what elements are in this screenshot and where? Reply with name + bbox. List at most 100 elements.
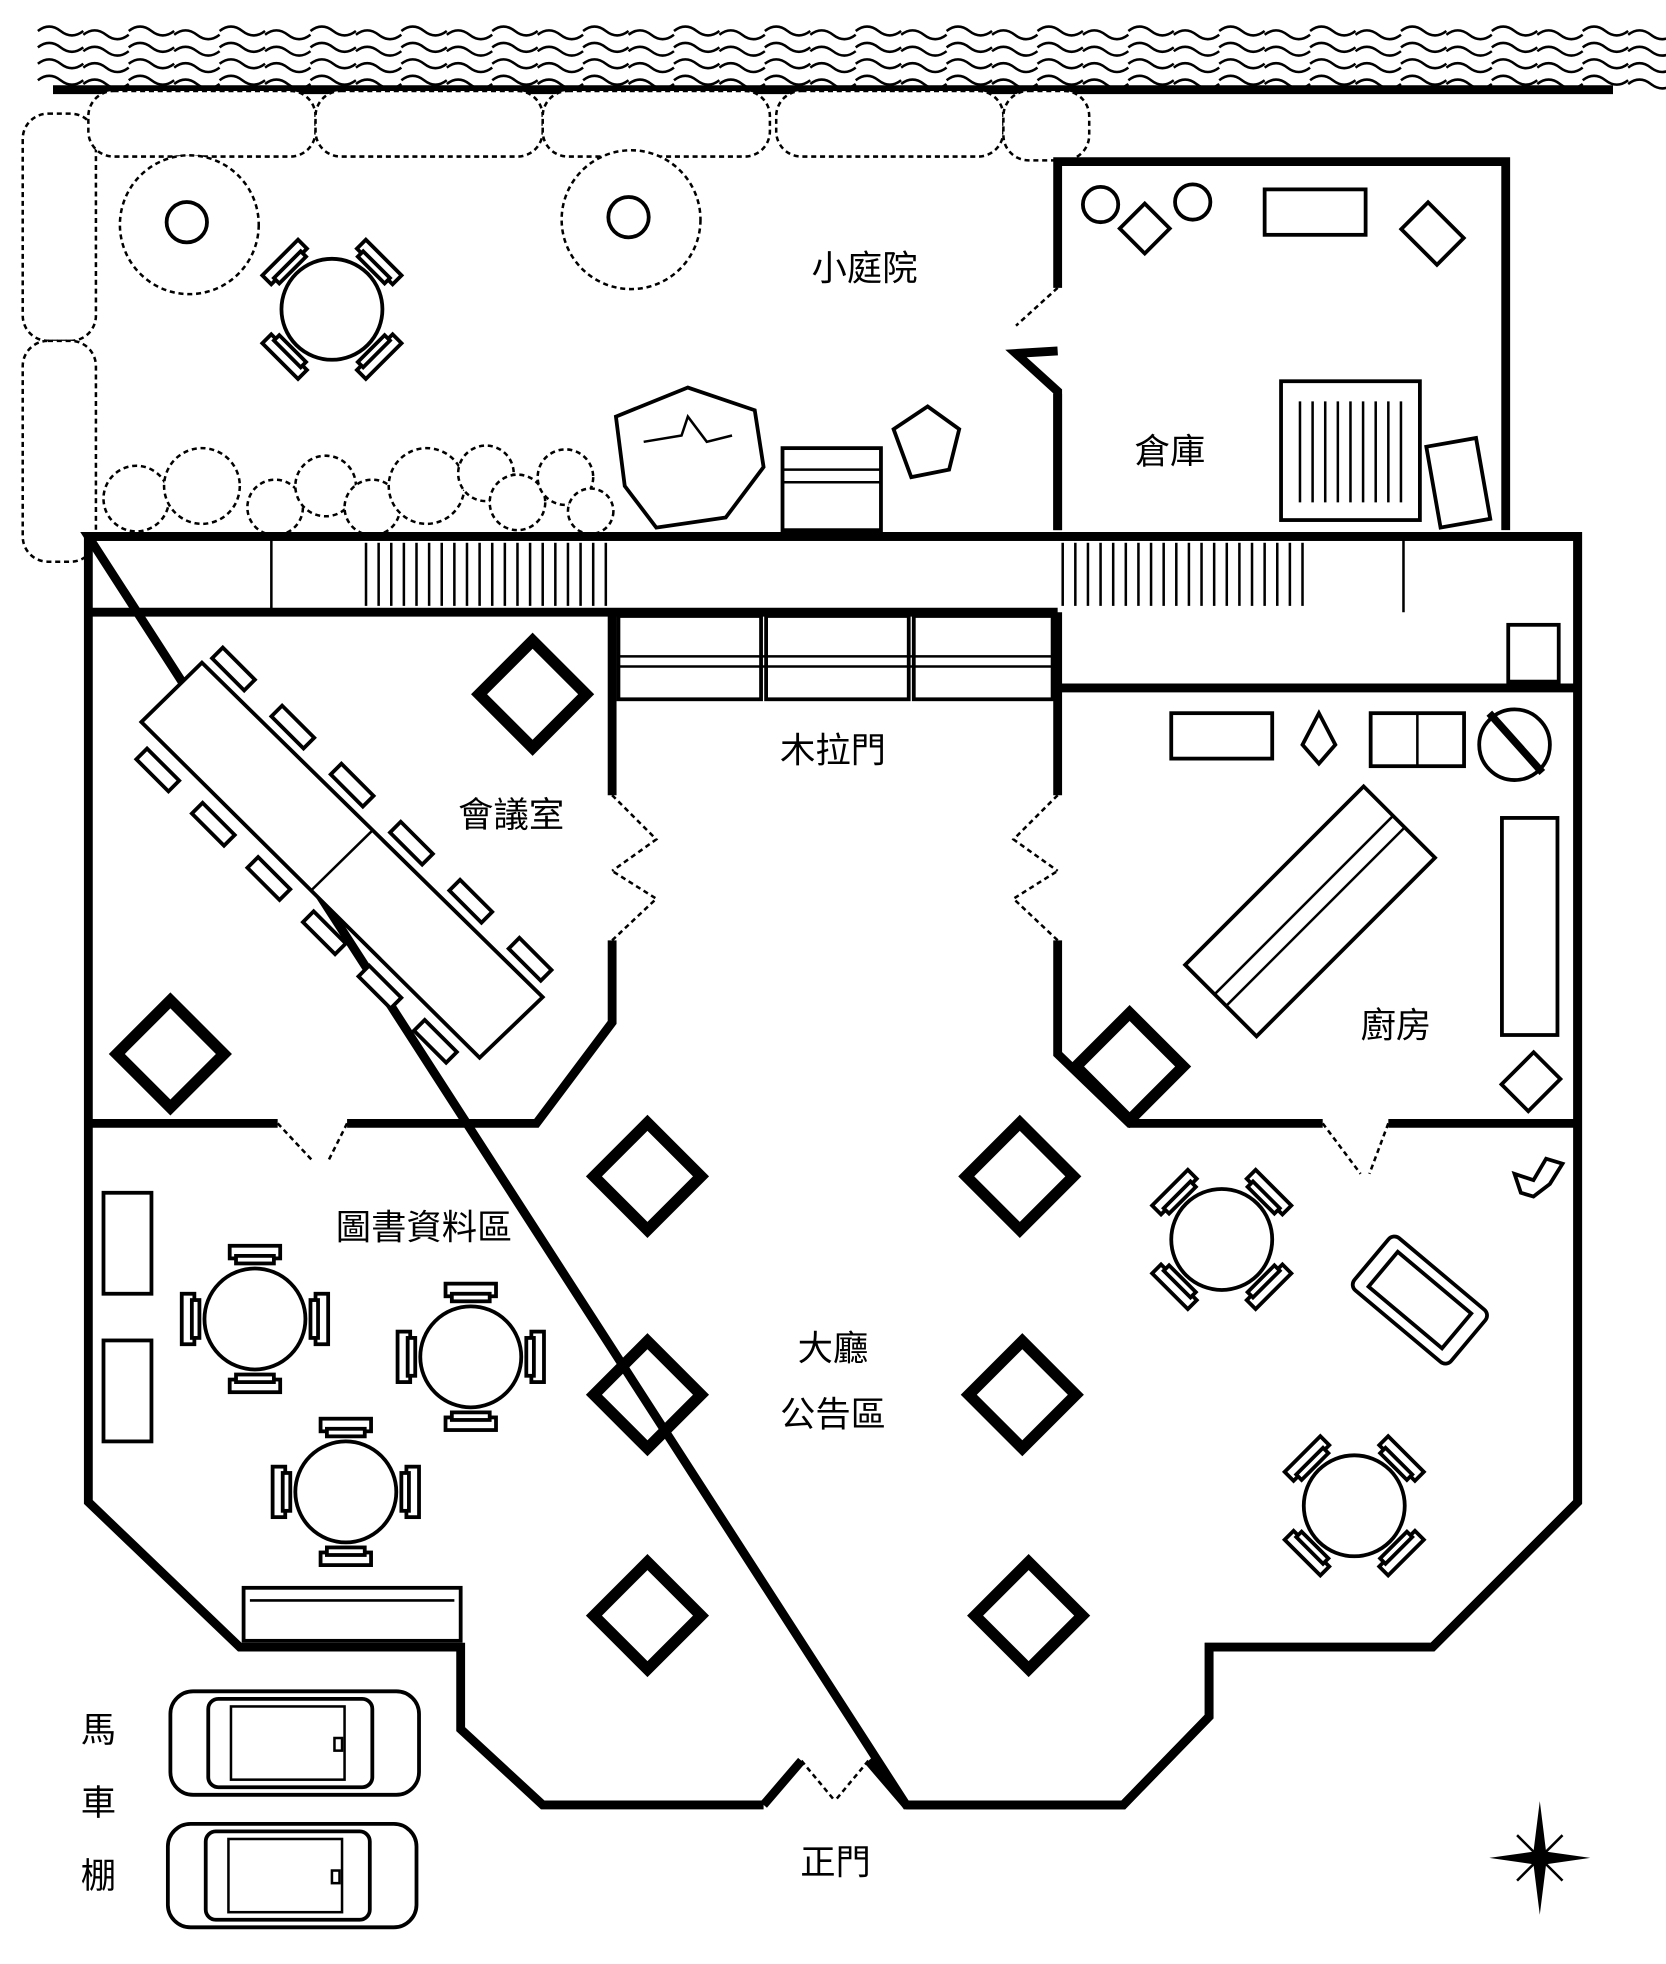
chair (308, 1291, 331, 1347)
chair-back (449, 1410, 492, 1422)
chair (1244, 1261, 1295, 1312)
label-storage: 倉庫 (1135, 431, 1206, 472)
chair (354, 331, 405, 382)
carriage-lamp (330, 1869, 341, 1885)
chair (244, 854, 293, 903)
chair (411, 1017, 460, 1066)
chair (300, 908, 349, 957)
compass-rose-icon (1489, 1801, 1591, 1915)
chair (179, 1291, 202, 1347)
label-sliding-door: 木拉門 (780, 730, 886, 771)
pillar (585, 1333, 710, 1457)
chair (1376, 1433, 1427, 1484)
pillar (960, 1333, 1084, 1457)
chair (1244, 1167, 1295, 1218)
carriage (165, 1821, 419, 1930)
label-library: 圖書資料區 (336, 1207, 513, 1248)
sliding-door-panels[interactable] (616, 614, 1055, 702)
table-top (279, 256, 385, 362)
chair (259, 331, 310, 382)
chair (399, 1464, 421, 1520)
chair-back (234, 1372, 276, 1384)
water-band (37, 25, 1666, 90)
chair (133, 745, 182, 795)
library-furniture (101, 1190, 463, 1643)
round-table (1281, 1433, 1427, 1579)
chair-back (271, 332, 309, 370)
label-carriage-shed-2: 車 (81, 1783, 116, 1824)
chair (387, 819, 436, 868)
chair (270, 1464, 293, 1520)
table-top (1301, 1453, 1407, 1559)
campfire-icon (1300, 709, 1338, 767)
conference-table (133, 644, 555, 1066)
chair (1149, 1261, 1200, 1312)
chair (395, 1329, 418, 1384)
wave-line (37, 41, 1666, 57)
chair-back (1244, 1262, 1283, 1301)
chair (227, 1372, 283, 1395)
chair (443, 1281, 498, 1304)
chair (189, 800, 238, 849)
chair (446, 877, 495, 926)
label-carriage-shed-1: 馬 (81, 1710, 116, 1751)
pillar (108, 992, 232, 1116)
label-carriage-shed-3: 棚 (81, 1856, 116, 1897)
chair-back (271, 248, 309, 287)
wave-line (37, 25, 1666, 41)
round-table (270, 1416, 421, 1567)
pillars (108, 632, 1192, 1678)
well (780, 446, 883, 533)
kitchen-furniture (1169, 622, 1564, 1114)
table-top (202, 1266, 308, 1372)
label-main-gate: 正門 (800, 1842, 871, 1883)
chair (1376, 1528, 1427, 1579)
carriage-cabin (203, 1829, 372, 1922)
chair (355, 962, 404, 1012)
chair (268, 702, 317, 752)
chair-back (1293, 1445, 1332, 1483)
label-kitchen: 廚房 (1361, 1006, 1432, 1047)
carriage-cabin (206, 1696, 375, 1790)
chair-back (308, 1298, 320, 1340)
chair (1149, 1167, 1200, 1218)
label-hall: 大廳 (798, 1329, 869, 1370)
pillar (471, 632, 595, 756)
label-courtyard: 小庭院 (812, 248, 918, 289)
chair-back (355, 248, 393, 287)
table-top (1169, 1187, 1275, 1292)
round-table (259, 237, 405, 382)
chair-back (280, 1471, 293, 1513)
chair (227, 1243, 283, 1266)
doors (276, 794, 1390, 1175)
chair (443, 1410, 498, 1432)
chair (318, 1545, 373, 1567)
chair-back (189, 1298, 202, 1340)
carriage (168, 1689, 421, 1797)
chair-back (405, 1336, 418, 1378)
rocks (613, 385, 962, 530)
corridor (270, 536, 1405, 613)
chair-back (1161, 1178, 1199, 1217)
pillar (585, 1114, 710, 1238)
chair-back (399, 1471, 411, 1513)
trees (118, 149, 702, 296)
shrubs (102, 444, 615, 537)
carriage-roof (229, 1705, 346, 1781)
hall-sofa (1350, 1234, 1489, 1366)
main-gate-door[interactable] (760, 1757, 910, 1808)
chair-back (324, 1545, 367, 1557)
storage-room (1005, 157, 1511, 531)
carriages (165, 1689, 421, 1930)
round-table (395, 1281, 546, 1432)
chair (524, 1329, 546, 1384)
carriage-lamp (333, 1736, 344, 1752)
pillar (958, 1114, 1082, 1238)
label-notice-area: 公告區 (780, 1394, 886, 1435)
chair-back (449, 1291, 492, 1304)
fire-icon (1511, 1156, 1566, 1199)
round-table (179, 1243, 331, 1395)
table-top (418, 1304, 524, 1410)
carriage-roof (227, 1837, 344, 1914)
